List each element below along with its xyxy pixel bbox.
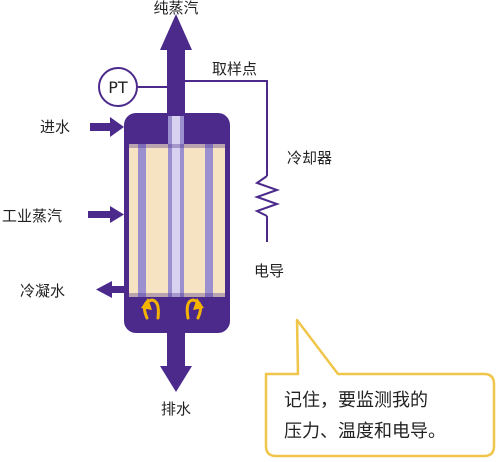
condensate-label: 冷凝水 — [20, 282, 65, 300]
condensate-outlet-arrow — [96, 281, 126, 298]
drain-label: 排水 — [161, 400, 191, 418]
pure-steam-label: 纯蒸汽 — [153, 0, 198, 17]
water-inlet-arrow — [90, 117, 124, 137]
water-in-label: 进水 — [40, 118, 70, 136]
sampling-line — [185, 80, 281, 242]
drain-arrow — [160, 330, 192, 392]
cooler-label: 冷却器 — [287, 149, 332, 167]
pure-steam-outlet-arrow — [160, 14, 192, 120]
tube — [205, 144, 213, 297]
pressure-transmitter: PT — [98, 67, 167, 107]
pt-label: PT — [108, 78, 128, 97]
industrial-steam-inlet-arrow — [88, 206, 124, 223]
speech-callout: 记住，要监测我的 压力、温度和电导。 — [264, 318, 496, 458]
circulation-arrows — [141, 298, 204, 320]
conductivity-label: 电导 — [254, 262, 284, 280]
pt-gauge-icon — [98, 67, 138, 107]
callout-bubble — [264, 318, 496, 458]
circulation-arrow-left — [142, 298, 160, 320]
cooler-coil-icon — [253, 175, 281, 217]
center-tube-core — [172, 116, 180, 297]
vessel — [124, 113, 230, 333]
circulation-arrow-right — [185, 298, 203, 320]
industrial-steam-label: 工业蒸汽 — [2, 207, 62, 225]
tube — [138, 144, 146, 297]
callout-line-2: 压力、温度和电导。 — [284, 421, 446, 442]
sampling-point-label: 取样点 — [212, 60, 257, 78]
callout-line-1: 记住，要监测我的 — [284, 390, 428, 411]
